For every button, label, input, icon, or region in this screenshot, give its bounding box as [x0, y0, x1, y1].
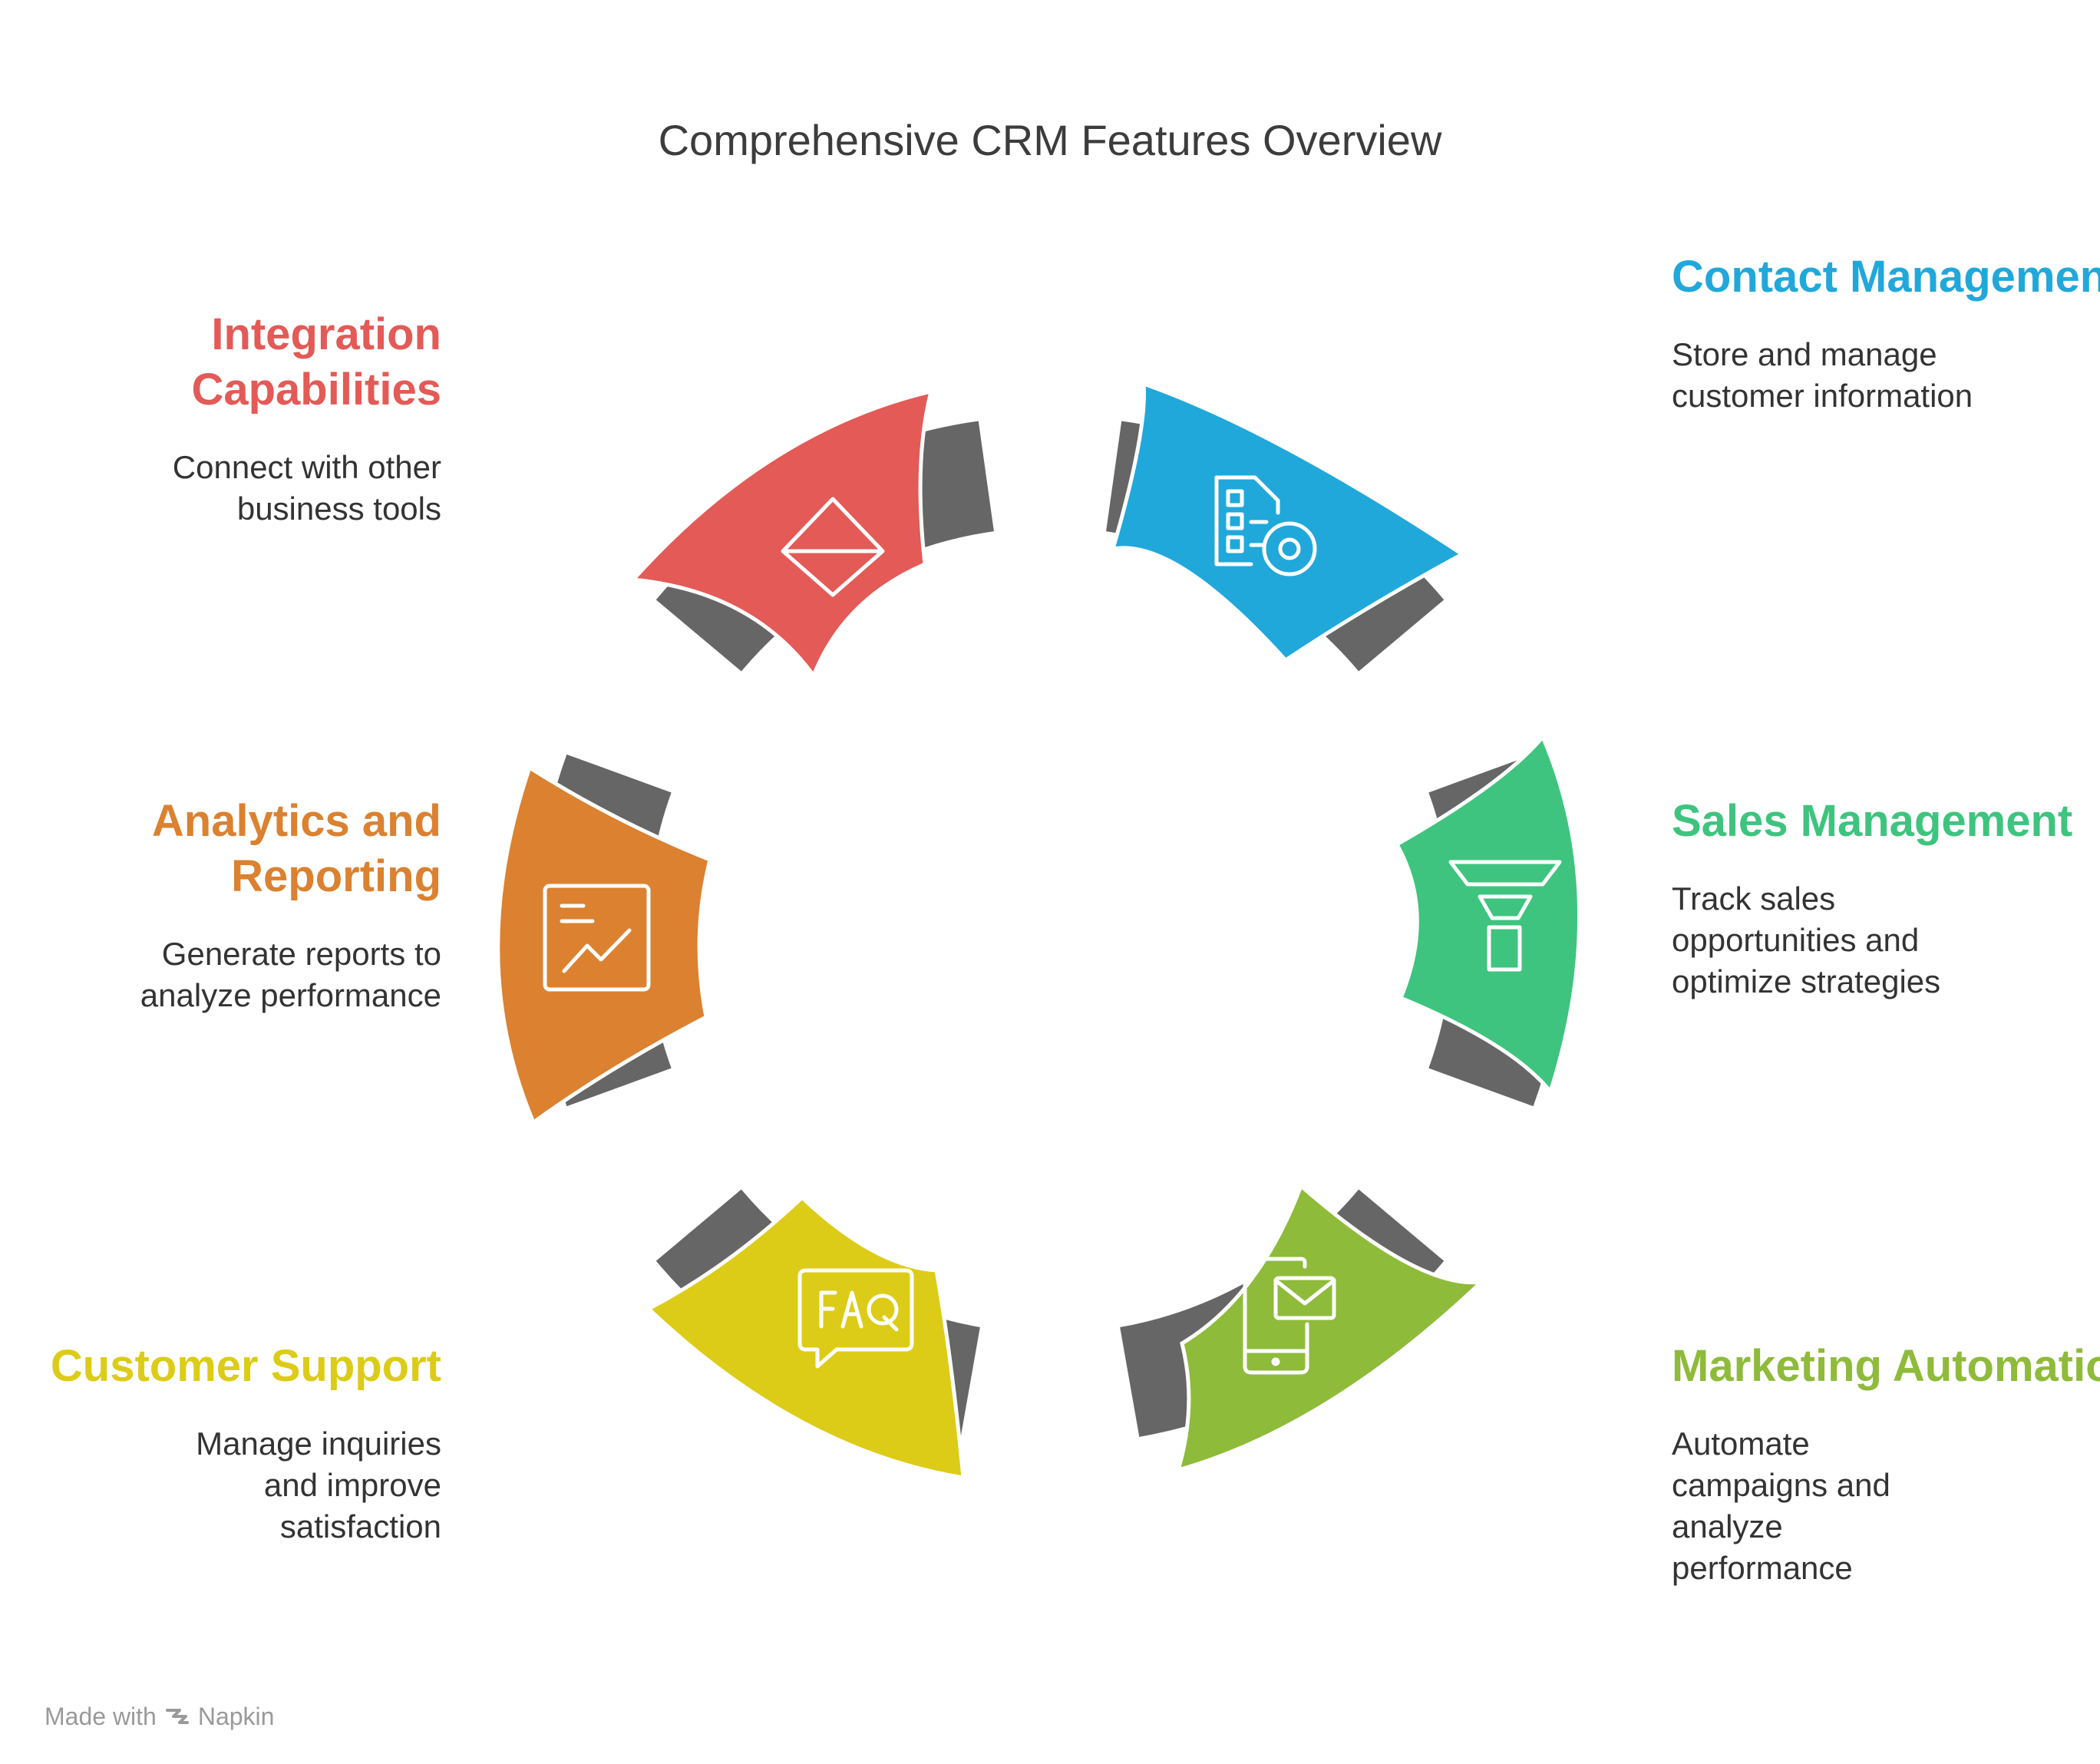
feature-title: Integration Capabilities [191, 309, 441, 415]
feature-title: Customer Support [50, 1341, 441, 1391]
feature-integration-capabilities: Integration Capabilities Connect with ot… [0, 307, 441, 530]
segment-customer-support [645, 1194, 966, 1480]
funnel-icon [1448, 860, 1562, 972]
page-title: Comprehensive CRM Features Overview [658, 116, 1442, 164]
document-gear-icon [1214, 475, 1317, 576]
napkin-brand: Napkin [197, 1703, 275, 1730]
feature-customer-support: Customer Support Manage inquiries and im… [0, 1339, 441, 1548]
feature-description: Automate campaigns and analyze performan… [1672, 1425, 1890, 1586]
feature-description: Track sales opportunities and optimize s… [1672, 880, 1941, 999]
segment-integration-capabilities [629, 388, 934, 680]
napkin-logo-icon [165, 1708, 189, 1724]
feature-title: Contact Management [1672, 252, 2100, 302]
feature-sales-management: Sales Management Track sales opportuniti… [1672, 794, 2100, 1003]
mobile-email-icon [1243, 1257, 1336, 1375]
feature-title: Analytics and Reporting [151, 796, 441, 901]
feature-marketing-automation: Marketing Automation Automate campaigns … [1672, 1339, 2100, 1589]
feature-description: Store and manage customer information [1672, 336, 1973, 414]
feature-contact-management: Contact Management Store and manage cust… [1672, 249, 2100, 417]
feature-analytics-reporting: Analytics and Reporting Generate reports… [0, 794, 441, 1016]
feature-description: Manage inquiries and improve satisfactio… [196, 1425, 441, 1544]
faq-icon [797, 1268, 914, 1369]
made-with-footer: Made with Napkin [45, 1703, 274, 1731]
segment-analytics-reporting [496, 765, 712, 1125]
feature-title: Sales Management [1672, 796, 2073, 846]
diamond-bucket-icon [781, 497, 885, 597]
feature-description: Connect with other business tools [172, 449, 441, 527]
feature-description: Generate reports to analyze performance [140, 936, 441, 1013]
feature-title: Marketing Automation [1672, 1341, 2100, 1391]
chart-icon [543, 884, 651, 992]
made-with-label: Made with [45, 1703, 157, 1730]
segment-marketing-automation [1175, 1182, 1488, 1473]
